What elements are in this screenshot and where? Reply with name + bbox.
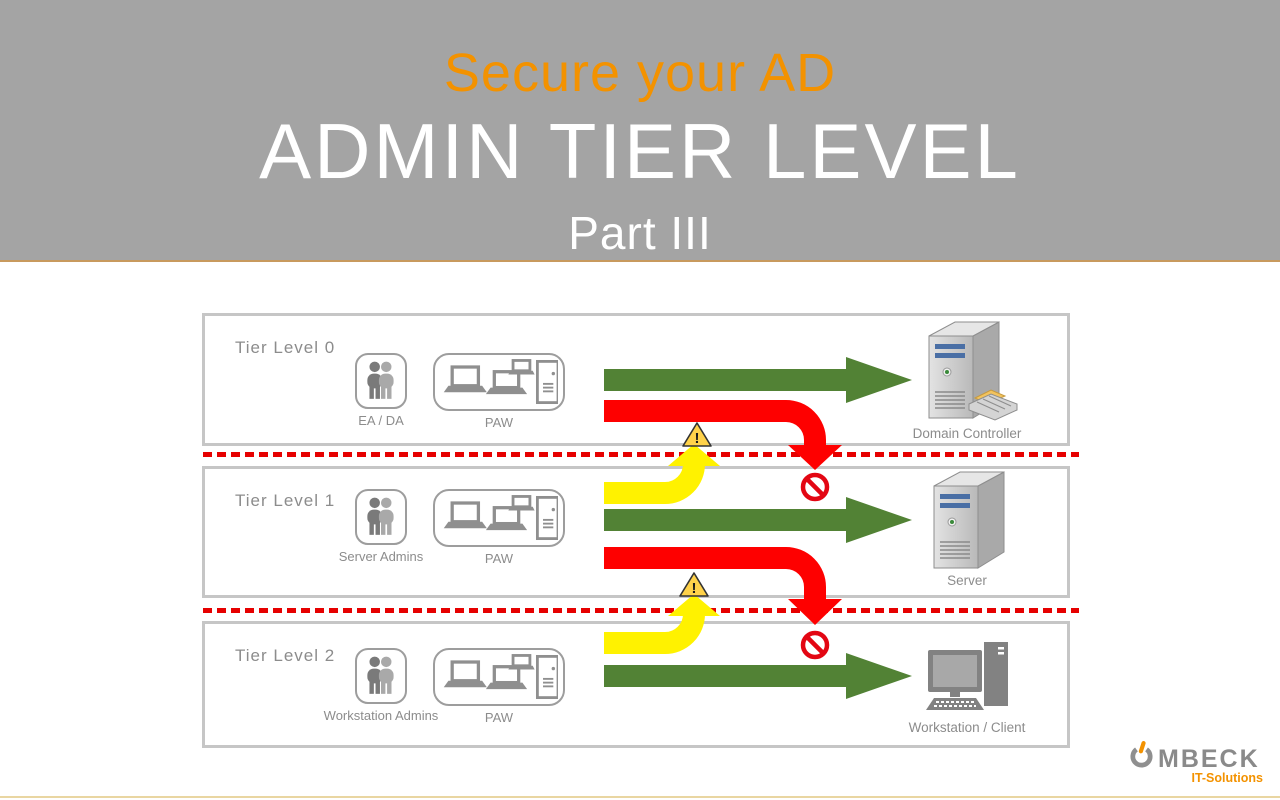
domain-controller-icon	[928, 321, 1018, 421]
domain-controller-label: Domain Controller	[912, 426, 1022, 441]
paw-icon	[433, 648, 565, 706]
logo-tagline: IT-Solutions	[1191, 771, 1263, 785]
tier1-admins-caption: Server Admins	[338, 549, 424, 564]
tier2-paw-group: PAW	[433, 648, 565, 725]
paw-devices-icon	[443, 495, 558, 541]
tier-boundary-dashed-line-0-1	[203, 452, 1079, 457]
paw-icon	[433, 489, 565, 547]
two-persons-icon	[367, 497, 394, 535]
paw-devices-icon	[443, 654, 558, 700]
tier-boundary-dashed-line-1-2	[203, 608, 1079, 613]
footer-divider	[0, 796, 1280, 798]
power-icon	[1130, 741, 1153, 768]
tier0-label: Tier Level 0	[235, 338, 336, 357]
slide-part-label: Part III	[568, 207, 712, 259]
users-icon	[355, 648, 407, 704]
person-light-icon	[378, 361, 394, 399]
tier2-admins-caption: Workstation Admins	[323, 708, 439, 723]
tier0-paw-caption: PAW	[484, 415, 514, 430]
remote-laptop-icon	[485, 495, 535, 531]
paw-devices-icon	[443, 359, 558, 405]
secure-door-icon	[535, 495, 558, 541]
server-label: Server	[947, 573, 987, 588]
users-icon	[355, 489, 407, 545]
laptop-icon	[443, 365, 487, 393]
tier1-label: Tier Level 1	[235, 491, 336, 510]
two-persons-icon	[367, 361, 394, 399]
tier1-paw-group: PAW	[433, 489, 565, 566]
person-dark-icon	[367, 361, 383, 399]
two-persons-icon	[367, 656, 394, 694]
slide-subtitle: Secure your AD	[443, 43, 837, 103]
paw-icon	[433, 353, 565, 411]
tier2-label: Tier Level 2	[235, 646, 336, 665]
page-title: ADMIN TIER LEVEL	[259, 107, 1021, 195]
company-logo: MBECK IT-Solutions	[1128, 741, 1263, 785]
tier0-paw-group: PAW	[433, 353, 565, 430]
tier2-paw-caption: PAW	[484, 710, 514, 725]
tier2-admins-group: Workstation Admins	[324, 648, 438, 723]
tier0-admins-caption: EA / DA	[358, 413, 404, 428]
secure-door-icon	[535, 654, 558, 700]
workstation-icon	[926, 642, 1008, 710]
remote-laptop-icon	[485, 359, 535, 395]
users-icon	[355, 353, 407, 409]
tier0-admins-group: EA / DA	[355, 353, 407, 428]
workstation-label: Workstation / Client	[908, 720, 1026, 735]
laptop-icon	[443, 660, 487, 688]
tier1-paw-caption: PAW	[484, 551, 514, 566]
header-banner: Secure your AD ADMIN TIER LEVEL Part III	[0, 0, 1280, 262]
logo-brand-text: MBECK	[1158, 745, 1260, 773]
keyboard-tray-icon	[968, 389, 1018, 421]
server-icon	[933, 471, 1005, 569]
secure-door-icon	[535, 359, 558, 405]
remote-laptop-icon	[485, 654, 535, 690]
laptop-icon	[443, 501, 487, 529]
tier1-admins-group: Server Admins	[339, 489, 423, 564]
